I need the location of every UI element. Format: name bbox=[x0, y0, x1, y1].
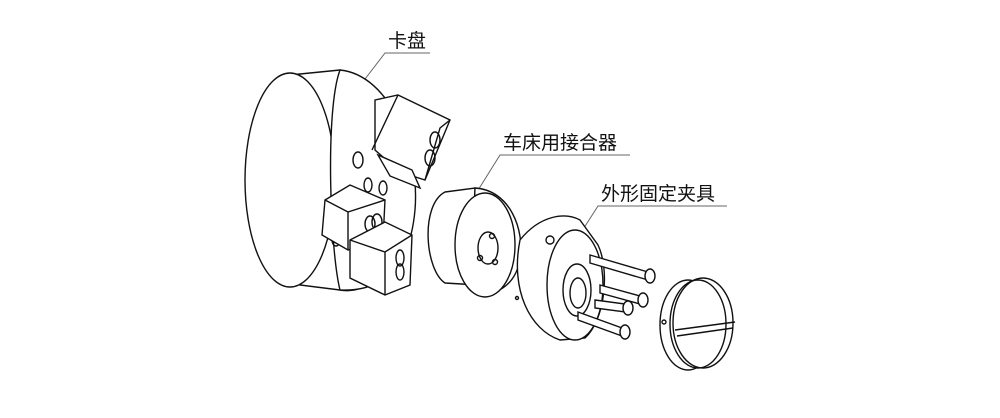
label-chuck: 卡盘 bbox=[388, 30, 427, 52]
label-lathe-adapter: 车床用接合器 bbox=[503, 132, 618, 154]
bolts bbox=[577, 254, 656, 340]
label-fixture: 外形固定夹具 bbox=[601, 183, 716, 205]
lathe-adapter bbox=[427, 187, 522, 298]
outline-fixture bbox=[514, 215, 656, 341]
chuck bbox=[244, 69, 451, 296]
collet-disc bbox=[659, 277, 736, 371]
